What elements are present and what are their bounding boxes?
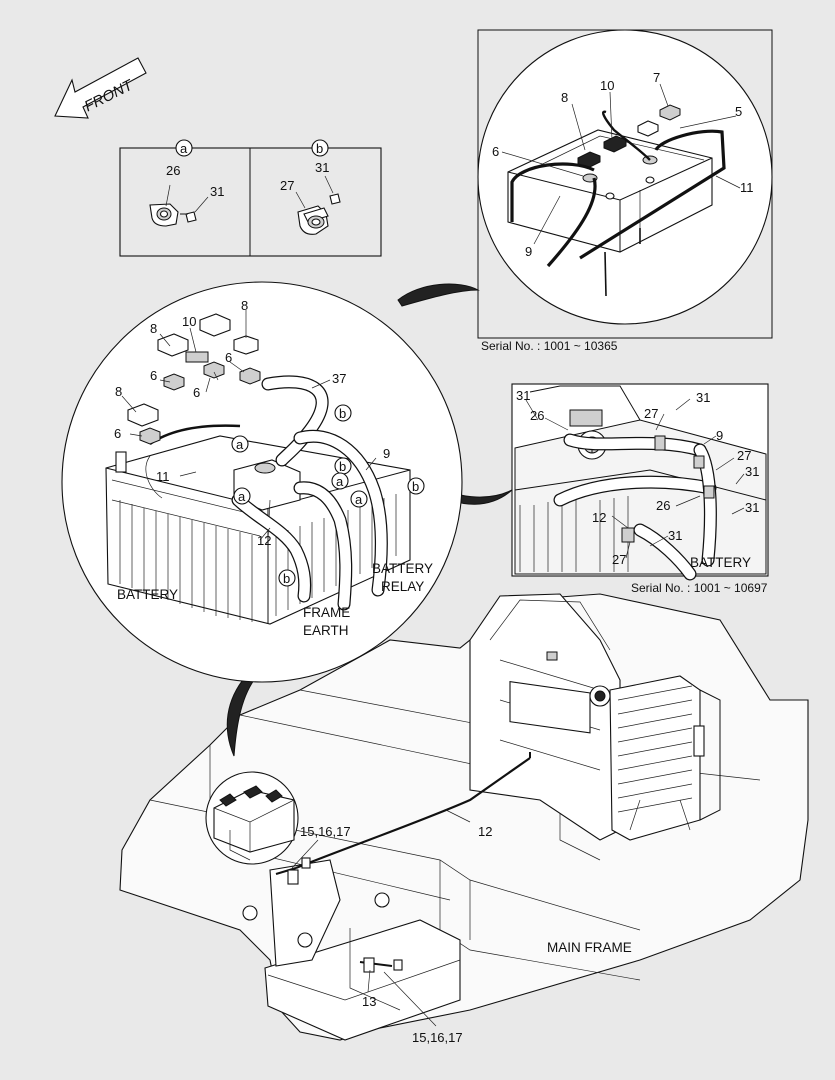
detail-b-letter: b (316, 141, 323, 156)
big-part-6-c: 6 (193, 385, 200, 400)
detail-a-letter: a (180, 141, 188, 156)
part-26-label: 26 (166, 163, 180, 178)
clamp-a (149, 184, 209, 227)
inset-mid-part-31e: 31 (668, 528, 682, 543)
big-part-8-left: 8 (150, 321, 157, 336)
big-relay-label-1: BATTERY (372, 561, 433, 576)
inset-top-part-9: 9 (525, 244, 532, 259)
main-frame-drawing: MAIN FRAME 12 13 15,16,17 15,16,17 (119, 593, 809, 1045)
svg-text:b: b (412, 479, 419, 494)
big-part-8-top: 8 (241, 298, 248, 313)
svg-text:b: b (339, 459, 346, 474)
big-part-10: 10 (182, 314, 196, 329)
part-31-label: 31 (210, 184, 224, 199)
big-circle: b a b a a b b a 8 8 10 6 6 8 6 6 37 11 1… (61, 281, 463, 683)
marker-a-1: a (231, 435, 249, 453)
inset-top-part-11: 11 (740, 180, 754, 195)
inset-mid-serial: Serial No. : 1001 ~ 10697 (631, 581, 768, 595)
inset-mid-part-27c: 27 (612, 552, 626, 567)
inset-top-serial: Serial No. : 1001 ~ 10365 (481, 339, 618, 353)
main-group-lower: 15,16,17 (412, 1030, 463, 1045)
inset-mid-part-12: 12 (592, 510, 606, 525)
part-27-label: 27 (280, 178, 294, 193)
inset-mid-part-27b: 27 (737, 448, 751, 463)
inset-top-part-6: 6 (492, 144, 499, 159)
marker-a-2: a (331, 472, 349, 490)
big-part-11: 11 (156, 469, 170, 484)
inset-mid-part-31b: 31 (696, 390, 710, 405)
inset-mid-part-27a: 27 (644, 406, 658, 421)
svg-text:b: b (339, 406, 346, 421)
inset-mid-caption: BATTERY (690, 555, 751, 570)
inset-mid-part-31d: 31 (745, 500, 759, 515)
inset-mid-part-26b: 26 (656, 498, 670, 513)
big-earth-label-1: FRAME (303, 605, 350, 620)
main-part-13: 13 (362, 994, 376, 1009)
big-part-9: 9 (383, 446, 390, 461)
inset-top-part-7: 7 (653, 70, 660, 85)
inset-mid-part-31a: 31 (516, 388, 530, 403)
big-part-6-a: 6 (150, 368, 157, 383)
marker-a-4: a (350, 490, 368, 508)
big-part-6-d: 6 (114, 426, 121, 441)
detail-box: a b 26 31 27 31 (119, 139, 382, 257)
front-arrow: FRONT (54, 57, 147, 119)
main-frame-label: MAIN FRAME (547, 940, 632, 955)
marker-b-2: b (334, 457, 352, 475)
svg-text:a: a (238, 489, 246, 504)
inset-top: 7 8 10 5 6 11 9 (477, 29, 773, 339)
inset-top-part-10: 10 (600, 78, 614, 93)
inset-mid: 31 26 27 31 9 27 31 31 26 12 31 27 BATTE… (511, 383, 769, 581)
svg-text:b: b (283, 571, 290, 586)
marker-a-3: a (233, 487, 251, 505)
inset-mid-part-9: 9 (716, 428, 723, 443)
big-part-12: 12 (257, 533, 271, 548)
big-battery-label: BATTERY (117, 587, 178, 602)
svg-text:a: a (236, 437, 244, 452)
pointer-frame-battery (226, 675, 255, 757)
marker-b-1: b (334, 404, 352, 422)
inset-mid-part-31c: 31 (745, 464, 759, 479)
detail-a-tag: a (175, 139, 193, 157)
big-part-6-b: 6 (225, 350, 232, 365)
svg-text:a: a (355, 492, 363, 507)
main-group-upper: 15,16,17 (300, 824, 351, 839)
marker-b-3: b (407, 477, 425, 495)
svg-text:a: a (336, 474, 344, 489)
main-part-12: 12 (478, 824, 492, 839)
detail-b-tag: b (311, 139, 329, 157)
part-31b-label: 31 (315, 160, 329, 175)
marker-b-4: b (278, 569, 296, 587)
inset-mid-part-26a: 26 (530, 408, 544, 423)
big-relay-label-2: RELAY (381, 579, 424, 594)
inset-top-part-8: 8 (561, 90, 568, 105)
pointer-top-inset (397, 283, 480, 307)
clamp-b (295, 175, 341, 235)
big-earth-label-2: EARTH (303, 623, 349, 638)
inset-top-part-5: 5 (735, 104, 742, 119)
big-part-8-mid: 8 (115, 384, 122, 399)
big-part-37: 37 (332, 371, 346, 386)
